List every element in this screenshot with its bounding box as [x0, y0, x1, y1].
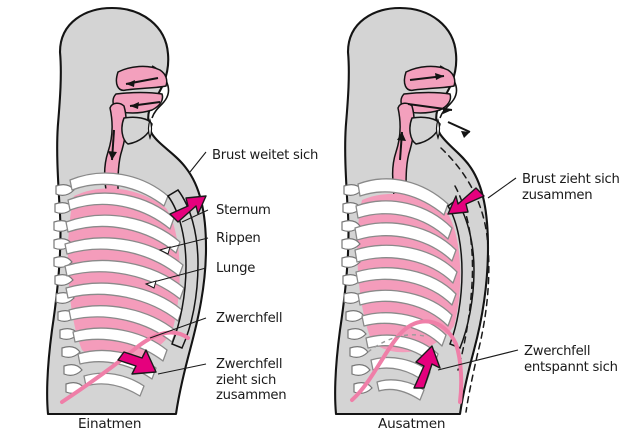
arrow-diaphragm-relaxes — [413, 345, 441, 389]
arrow-chest-contracts — [447, 187, 485, 215]
diaphragm-inhale — [60, 330, 190, 404]
diaphragm-exhale — [350, 319, 464, 404]
label-sternum: Sternum — [216, 203, 271, 218]
panel-inhale — [46, 6, 209, 416]
label-chest-contracts: Brust zieht sich zusammen — [522, 172, 620, 203]
label-diaphragm-relaxes: Zwerchfell entspannt sich — [524, 344, 618, 375]
label-diaphragm-contracts: Zwerchfell zieht sich zusammen — [216, 357, 287, 403]
label-ribs: Rippen — [216, 231, 261, 246]
caption-exhale: Ausatmen — [378, 416, 446, 432]
label-lung: Lunge — [216, 261, 256, 276]
panel-exhale — [334, 6, 519, 416]
ribs-exhale — [354, 178, 458, 401]
arrow-diaphragm-contracts — [117, 349, 157, 375]
ribs-inhale — [64, 172, 185, 397]
sternum-inhale — [166, 189, 199, 349]
label-diaphragm: Zwerchfell — [216, 311, 283, 326]
arrow-chest-expands — [169, 195, 207, 223]
label-chest-expands: Brust weitet sich — [212, 148, 319, 163]
caption-inhale: Einatmen — [78, 416, 142, 432]
leader-lines-exhale — [437, 177, 519, 371]
